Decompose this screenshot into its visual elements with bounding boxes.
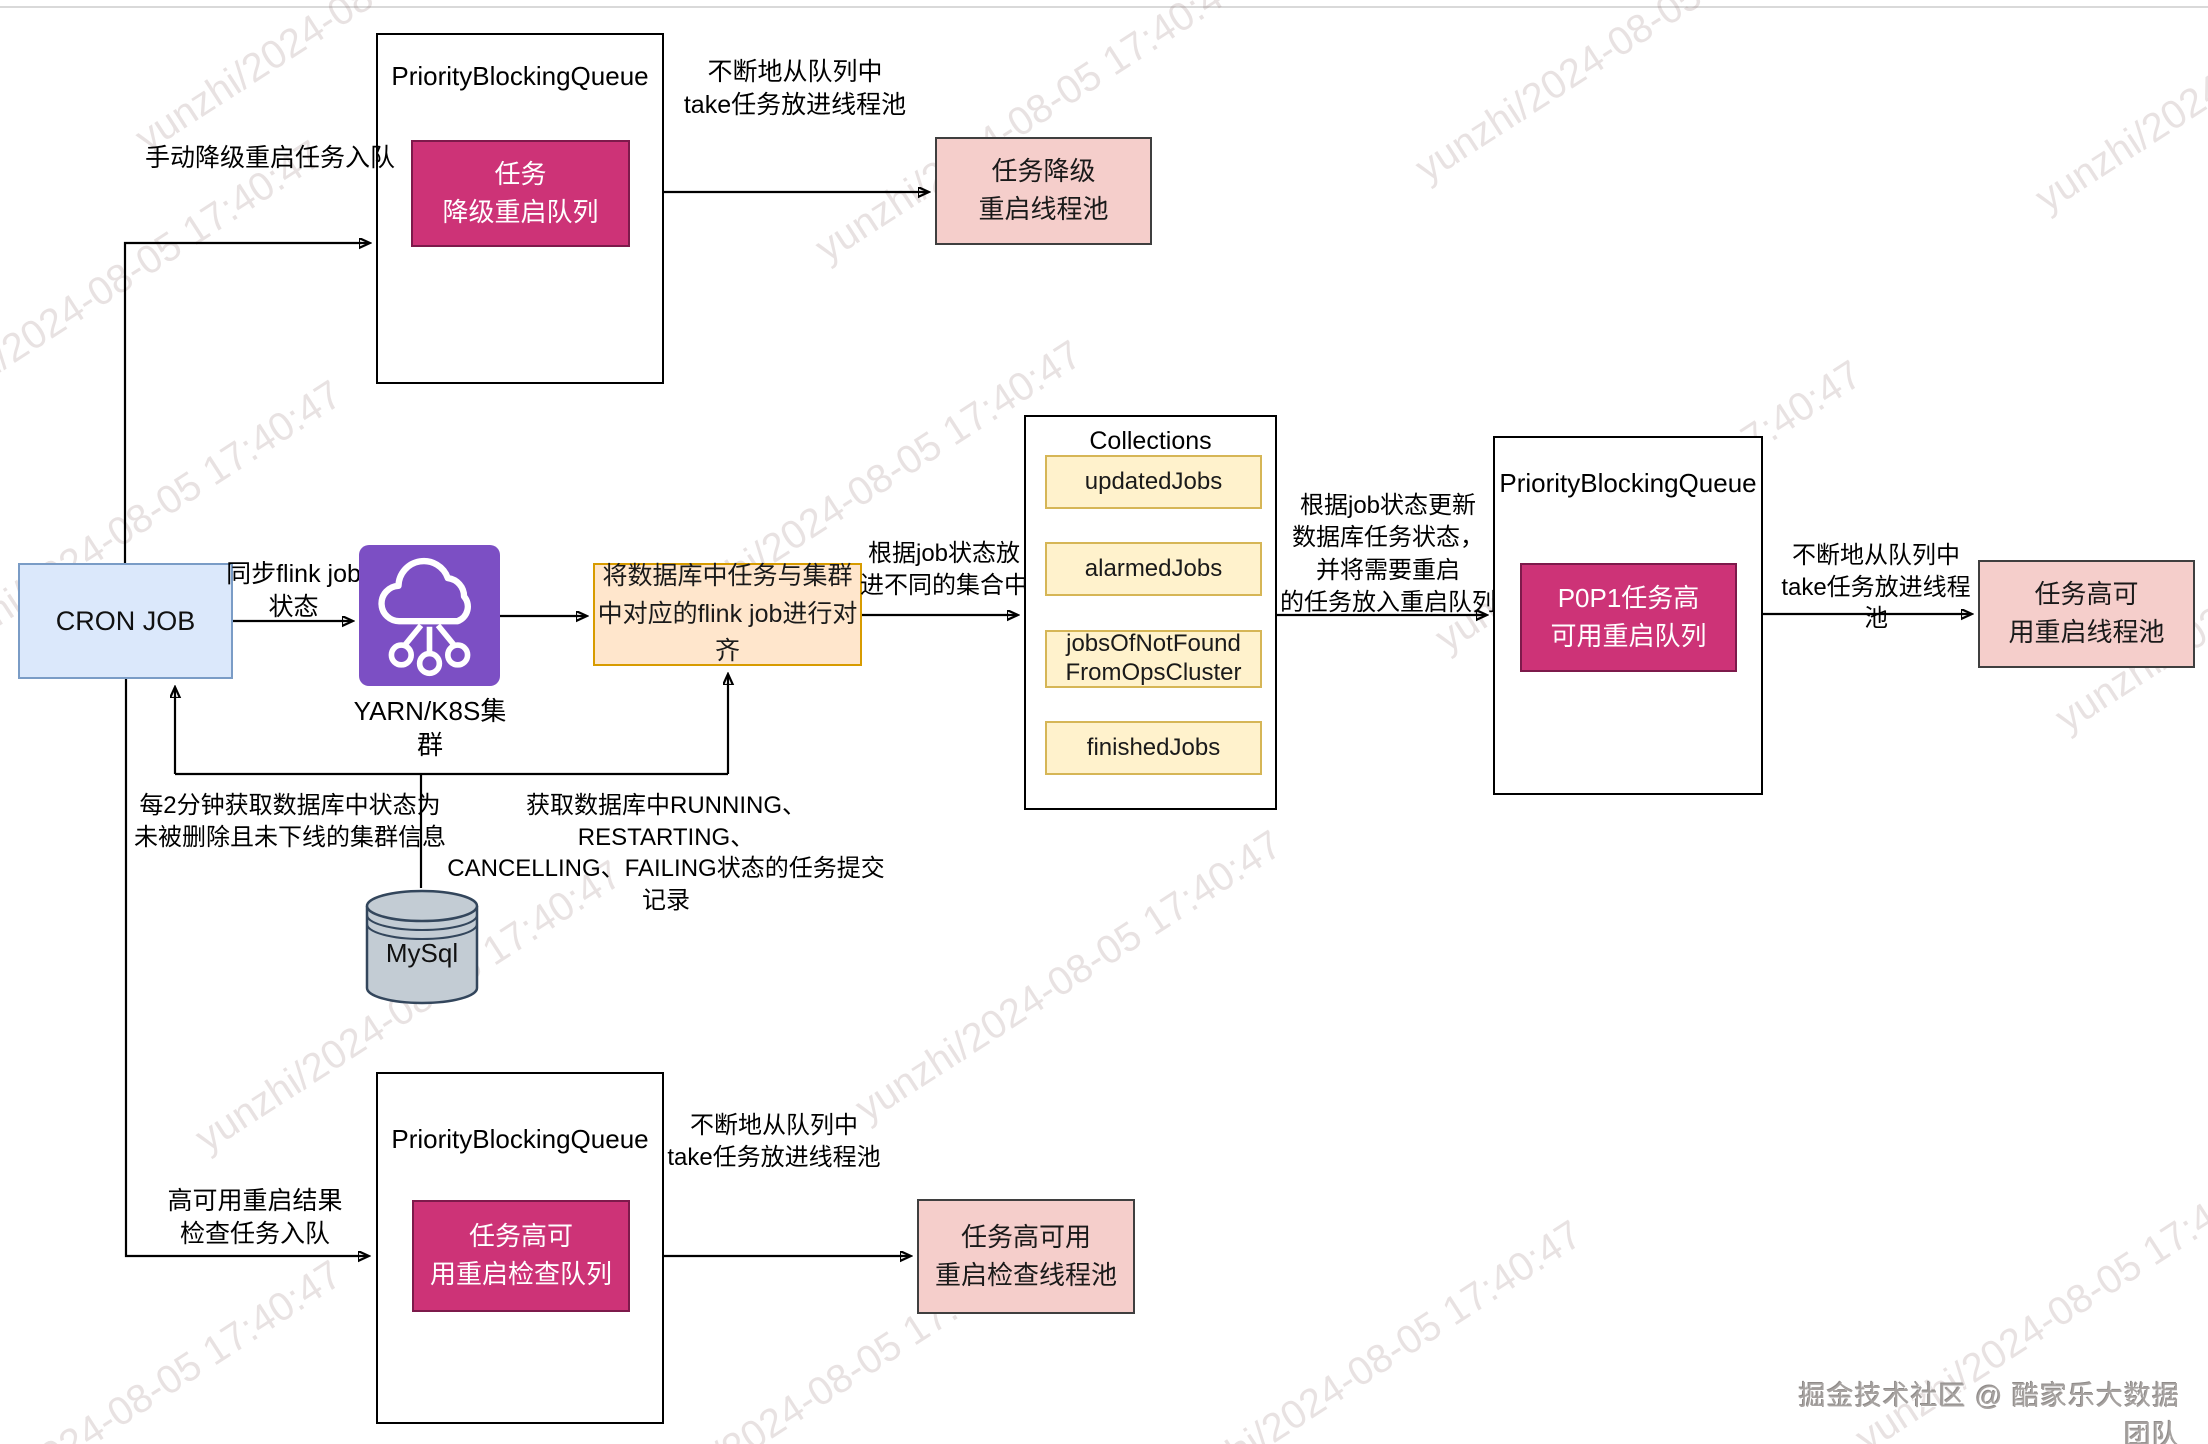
- node-degrade-restart-queue: 任务 降级重启队列: [411, 140, 630, 247]
- yarn-k8s-label: YARN/K8S集群: [353, 696, 507, 761]
- node-cron-job: CRON JOB: [18, 563, 233, 679]
- watermark-text: yunzhi/2024-08-05 17:40:47: [1147, 1212, 1590, 1444]
- node-degrade-restart-pool: 任务降级 重启线程池: [935, 137, 1152, 245]
- page-top-divider: [0, 6, 2208, 8]
- watermark-text: yunzhi/2024-08-05 17:40:47: [0, 132, 330, 441]
- arrow-manual-enqueue: [123, 243, 368, 563]
- edge-label-update-db-status: 根据job状态更新 数据库任务状态， 并将需要重启 的任务放入重启队列: [1280, 492, 1496, 617]
- node-ha-restart-check-pool: 任务高可用 重启检查线程池: [917, 1199, 1135, 1314]
- priority-blocking-queue-label: PriorityBlockingQueue: [391, 1124, 649, 1154]
- cloud-network-icon: [359, 545, 500, 686]
- edge-label-sync-flink-status: 同步flink job 状态: [226, 560, 361, 621]
- watermark-text: yunzhi/2024-08-05 17:40:47: [2027, 0, 2208, 221]
- collection-item-jobs-not-found: jobsOfNotFound FromOpsCluster: [1045, 630, 1262, 688]
- edge-label-fetch-clusters: 每2分钟获取数据库中状态为 未被删除且未下线的集群信息: [134, 792, 446, 851]
- mysql-cylinder-icon: [359, 888, 485, 1008]
- watermark-text: yunzhi/2024-08-05 17:40:47: [0, 1252, 350, 1444]
- collection-item-finished-jobs: finishedJobs: [1045, 721, 1262, 775]
- node-p0p1-ha-restart-queue: P0P1任务高 可用重启队列: [1520, 563, 1737, 672]
- watermark-text: yunzhi/2024-08-05 17:40:47: [1407, 0, 1850, 191]
- watermark-text: yunzhi/2024-08-05 17:40:47: [847, 822, 1290, 1131]
- yarn-k8s-cloud-icon: [359, 545, 500, 686]
- node-collections-container: Collections updatedJobs alarmedJobs jobs…: [1024, 415, 1277, 810]
- collections-title: Collections: [1089, 427, 1212, 455]
- node-ha-restart-check-queue: 任务高可 用重启检查队列: [412, 1200, 630, 1312]
- edge-label-put-into-collections: 根据job状态放 进不同的集合中: [860, 540, 1028, 599]
- priority-blocking-queue-label: PriorityBlockingQueue: [391, 61, 649, 91]
- edge-label-take-bottom: 不断地从队列中 take任务放进线程池: [667, 1112, 881, 1171]
- collection-item-updated-jobs: updatedJobs: [1045, 455, 1262, 509]
- node-ha-restart-pool: 任务高可 用重启线程池: [1978, 560, 2195, 668]
- collection-item-alarmed-jobs: alarmedJobs: [1045, 542, 1262, 596]
- priority-blocking-queue-label: PriorityBlockingQueue: [1499, 468, 1757, 498]
- watermark-credit: 掘金技术社区 @ 酷家乐大数据团队: [1798, 1381, 2180, 1444]
- edge-label-take-top: 不断地从队列中 take任务放进线程池: [683, 58, 907, 119]
- mysql-label: MySql: [385, 938, 459, 968]
- arrow-cron-to-check-queue: [124, 679, 367, 1256]
- edge-label-fetch-job-records: 获取数据库中RUNNING、RESTARTING、 CANCELLING、FAI…: [447, 792, 885, 915]
- node-align-db-with-cluster: 将数据库中任务与集群 中对应的flink job进行对齐: [593, 562, 862, 666]
- edge-label-take-right: 不断地从队列中 take任务放进线程池: [1781, 542, 1971, 633]
- edge-label-manual-enqueue: 手动降级重启任务入队: [144, 144, 395, 172]
- edge-label-ha-check-enqueue: 高可用重启结果 检查任务入队: [167, 1187, 343, 1248]
